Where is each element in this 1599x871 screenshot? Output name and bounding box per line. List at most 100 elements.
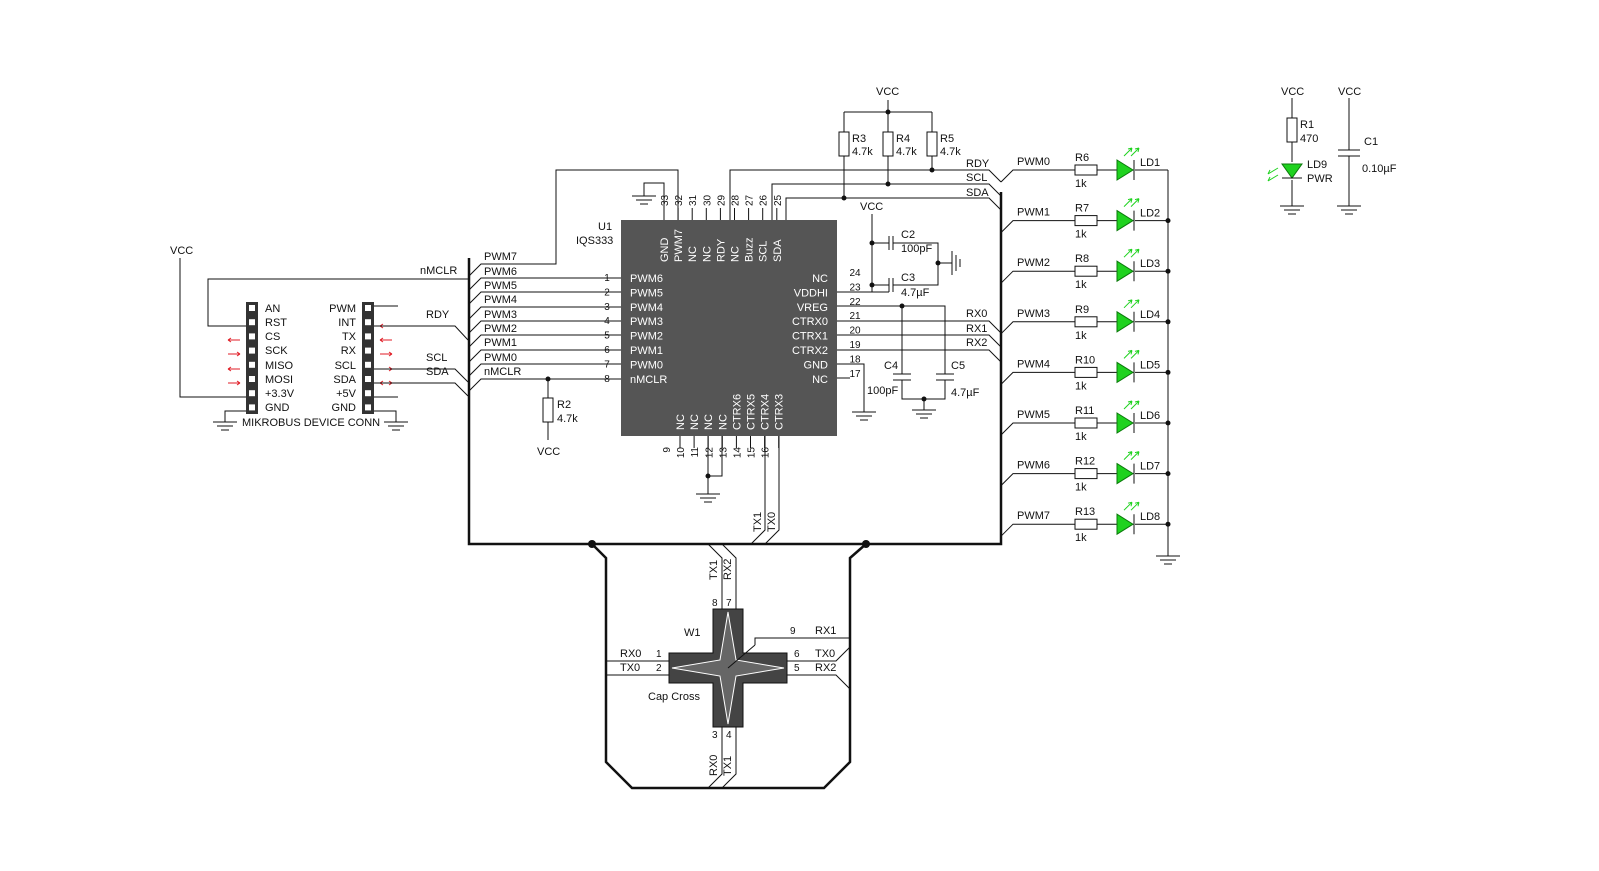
mikrobus-right-labels: PWM INT TX RX SCL SDA +5V GND [329, 303, 357, 414]
junction-bottom-gnd [705, 473, 711, 479]
mb-right-4: SCL [335, 360, 356, 372]
led-wire [1000, 371, 1168, 385]
led-res-ref: R6 [1075, 152, 1089, 164]
r5-val: 4.7k [940, 146, 961, 158]
label-scl-mb: SCL [426, 352, 447, 364]
wire-rx1 [837, 334, 1002, 348]
u1-top-pin-name: NC [730, 246, 742, 262]
led-res-ref: R7 [1075, 203, 1089, 215]
u1-right-pin-num: 23 [849, 282, 861, 293]
mb-left-0: AN [265, 303, 280, 315]
u1-bottom-pin-name: NC [689, 414, 701, 430]
led-ld9 [1281, 163, 1303, 179]
c2-ref: C2 [901, 229, 915, 241]
ground-symbol-mb-right [384, 421, 408, 431]
wire-gnd-left [224, 410, 246, 422]
r1-ref: R1 [1300, 119, 1314, 131]
capacitor-c3 [888, 278, 894, 292]
net-left-8: nMCLR [484, 366, 521, 378]
w1-pin-4: 4 [726, 730, 732, 741]
u1-top-pin-num: 33 [660, 194, 671, 206]
capacitor-c1 [1338, 98, 1360, 206]
mb-right-pin [365, 376, 371, 382]
label-w1-rx0-left: RX0 [620, 648, 641, 660]
ld9-ref: LD9 [1307, 159, 1327, 171]
led-diode [1116, 462, 1134, 485]
label-w1-rx1: RX1 [815, 625, 836, 637]
ground-symbol-c4c5 [912, 409, 936, 419]
u1-left-pin-num: 5 [604, 331, 610, 342]
wire-int-rdy [374, 325, 469, 341]
wire-pwm3 [468, 320, 621, 334]
junction-scl [885, 181, 891, 187]
r5-ref: R5 [940, 133, 954, 145]
mb-left-5: MOSI [265, 374, 293, 386]
wire-pullup-down [843, 156, 933, 198]
junction-cap-gnd [935, 260, 941, 266]
resistor-r2 [542, 397, 554, 423]
u1-bottom-pin-name: NC [703, 414, 715, 430]
c5-ref: C5 [951, 360, 965, 372]
u1-right-pin-name: NC [812, 374, 828, 386]
mb-left-pin [249, 347, 255, 354]
u1-left-pin-num: 2 [604, 287, 610, 298]
w1-pin-3: 3 [712, 730, 718, 741]
mb-left-pin [249, 333, 255, 340]
wire-pwm5 [468, 291, 621, 305]
led-diode [1116, 260, 1134, 283]
wire-vreg [837, 305, 946, 374]
r3-ref: R3 [852, 133, 866, 145]
ground-symbol-bottom [696, 493, 720, 503]
u1-bottom-pin-num: 13 [718, 447, 729, 459]
led-diode [1116, 209, 1134, 232]
bus-main [467, 192, 1003, 546]
w1-pin-7: 7 [726, 598, 732, 609]
r2-ref: R2 [557, 399, 571, 411]
led-res-ref: R12 [1075, 456, 1095, 468]
led-rays [1123, 198, 1140, 207]
led-ref: LD8 [1140, 511, 1160, 523]
w1-pin-2: 2 [656, 663, 662, 674]
u1-top-pin-name: PWM7 [673, 229, 685, 262]
led-wire [1000, 270, 1168, 284]
u1-bottom-pin-name: CTRX3 [774, 394, 786, 430]
led-res-ref: R8 [1075, 253, 1089, 265]
label-nmclr-mb: nMCLR [420, 265, 457, 277]
u1-top-pin-num: 32 [674, 194, 685, 206]
led-diode [1116, 310, 1134, 333]
led-rays [1123, 501, 1140, 511]
u1-part: IQS333 [576, 235, 613, 247]
u1-bottom-pin-num: 16 [761, 447, 772, 459]
c1-ref: C1 [1364, 136, 1378, 148]
u1-bottom-pin-name: CTRX5 [746, 394, 758, 430]
led-ref: LD3 [1140, 258, 1160, 270]
u1-top-pin-num: 29 [716, 194, 727, 206]
wire-pwm7 [468, 169, 679, 277]
led-diode [1116, 361, 1134, 384]
u1-bottom-pin-num: 10 [676, 447, 687, 459]
ic-u1-body [621, 220, 837, 436]
u1-top-pin-name: GND [659, 238, 671, 263]
net-left-3: PWM4 [484, 294, 517, 306]
vcc-label-r1: VCC [1281, 86, 1304, 98]
power-section: VCC VCC R1 470 LD9 PWR C1 0.10µF [1267, 86, 1397, 215]
junction-bus-right [862, 540, 870, 548]
mb-right-pin [365, 390, 371, 397]
u1-left-pin-name: nMCLR [630, 374, 667, 386]
mb-left-7: GND [265, 402, 290, 414]
u1-left-pin-name: PWM2 [630, 331, 663, 343]
w1-pin-9: 9 [790, 626, 796, 637]
u1-bottom-pin-name: CTRX4 [760, 394, 772, 430]
led-diode [1116, 159, 1134, 181]
wire-rst-nmclr [207, 278, 468, 327]
wire-w1-top [707, 543, 737, 609]
cap-cross-w1: W1 Cap Cross RX0 TX0 1 2 3 4 5 6 7 8 9 R… [606, 543, 851, 789]
u1-left-pin-name: PWM0 [630, 359, 663, 371]
c4-ref: C4 [884, 360, 898, 372]
led-rays [1123, 349, 1140, 359]
mb-left-3: SCK [265, 345, 288, 357]
w1-pin-1: 1 [656, 649, 662, 660]
wire-scl [374, 368, 469, 383]
vcc-label-c1: VCC [1338, 86, 1361, 98]
